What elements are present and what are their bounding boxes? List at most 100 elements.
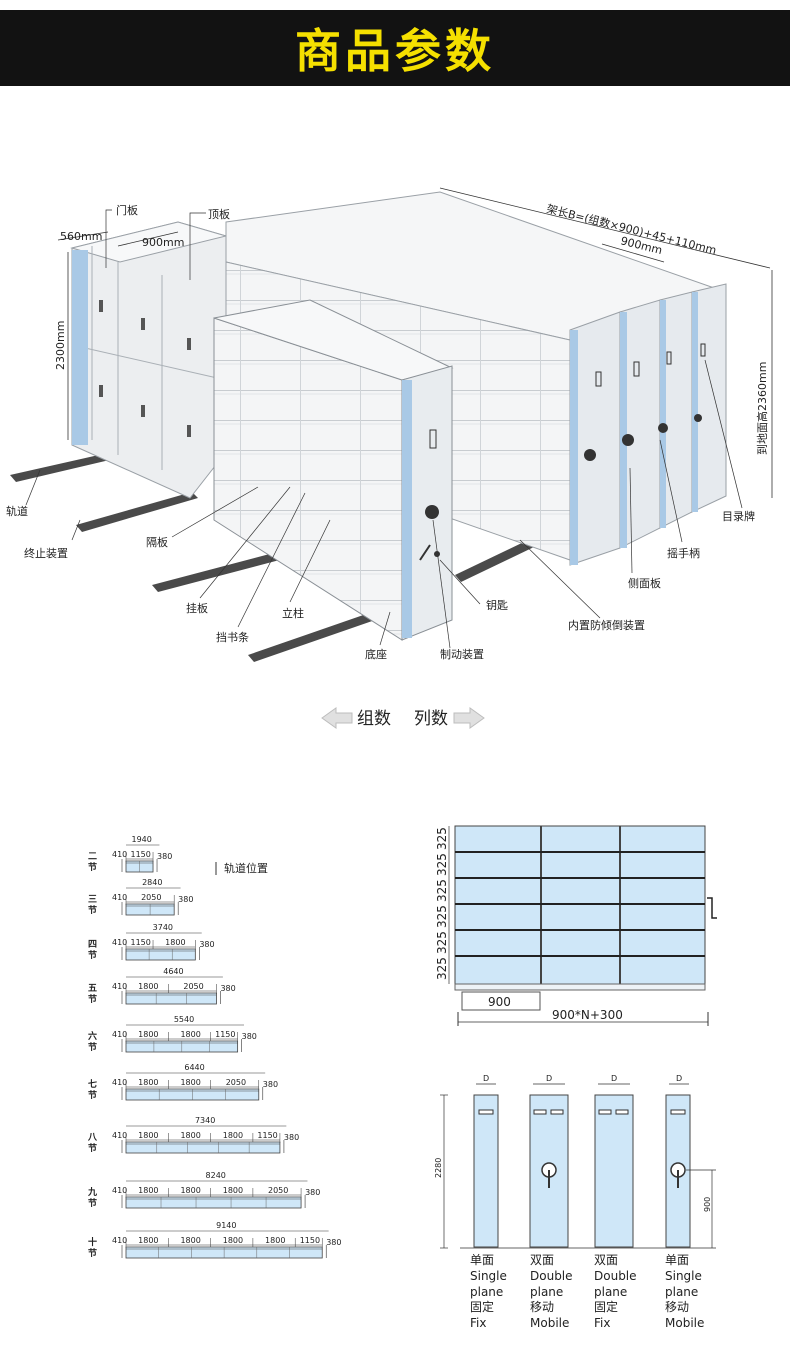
arrow-left-icon [321, 707, 353, 729]
rail-seg: 1800 [165, 938, 185, 947]
rail-seg-right: 380 [242, 1032, 257, 1041]
rail-row-label-suffix: 节 [88, 861, 97, 873]
side-unit-2 [529, 1083, 569, 1248]
rail-row-label-suffix: 节 [88, 1197, 97, 1209]
rail-seg-right: 380 [305, 1188, 320, 1197]
rail-row-label: 二 [88, 852, 97, 862]
rail-seg: 1150 [300, 1236, 320, 1245]
rail-seg-right: 380 [199, 940, 214, 949]
type-3-zh: 双面 [594, 1253, 618, 1267]
rail-seg: 1800 [180, 1236, 200, 1245]
rail-seg-right: 380 [157, 852, 172, 861]
shelf-height-3: 325 [435, 879, 449, 902]
rail-row-label: 十 [88, 1236, 97, 1248]
rail-seg-right: 380 [220, 984, 235, 993]
rail-seg: 1800 [138, 982, 158, 991]
rail-seg-right: 380 [263, 1080, 278, 1089]
rail-seg: 1800 [223, 1131, 243, 1140]
rail-row-label: 四 [88, 939, 97, 950]
rail-legend: 轨道位置 [224, 861, 268, 875]
label-book-stop: 挡书条 [216, 630, 249, 644]
type-3-en1: Double [594, 1269, 637, 1283]
type-2-en1: Double [530, 1269, 573, 1283]
side-unit-4 [665, 1083, 716, 1248]
side-unit-1 [473, 1083, 499, 1248]
type-2-en3: Mobile [530, 1316, 569, 1330]
type-2-en2: plane [530, 1285, 563, 1299]
side-depth-1: D [483, 1074, 489, 1083]
rail-seg: 2050 [268, 1186, 288, 1195]
rail-total: 1940 [132, 835, 152, 844]
type-4-en1: Single [665, 1269, 702, 1283]
type-4-zh: 单面 [665, 1253, 689, 1267]
rail-seg: 1800 [138, 1078, 158, 1087]
rail-row-label-suffix: 节 [88, 949, 97, 961]
shelf-height-5: 325 [435, 931, 449, 954]
closed-cabinet [70, 221, 228, 499]
dim-width: 900mm [142, 236, 184, 249]
total-width-label: 900*N+300 [552, 1008, 623, 1022]
rail-seg-left: 410 [112, 1236, 127, 1245]
rail-seg-right: 380 [284, 1133, 299, 1142]
label-door: 门板 [116, 203, 138, 217]
rail-seg: 1150 [257, 1131, 277, 1140]
type-3-en3: Fix [594, 1316, 610, 1330]
label-rail: 轨道 [6, 504, 28, 518]
rail-seg-left: 410 [112, 1030, 127, 1039]
side-panels [569, 283, 727, 566]
rail-bar [125, 1196, 302, 1209]
side-views [440, 1083, 716, 1249]
rail-total: 8240 [206, 1171, 226, 1180]
label-key: 钥匙 [486, 598, 508, 612]
unit-width-label: 900 [488, 995, 511, 1009]
type-2-zh: 双面 [530, 1253, 554, 1267]
label-brake: 制动装置 [440, 648, 484, 661]
rail-seg: 1800 [180, 1131, 200, 1140]
rail-seg: 1800 [265, 1236, 285, 1245]
shelf-height-4: 325 [435, 905, 449, 928]
dim-total-height: 到地面高2360mm [755, 362, 769, 455]
callout-labels: 门板 顶板 轨道 终止装置 隔板 挂板 挡书条 立柱 底座 制动装置 钥匙 内置… [6, 203, 755, 661]
rail-row-label-suffix: 节 [88, 1247, 97, 1259]
rail-seg: 2050 [141, 893, 161, 902]
type-1-zh2: 固定 [470, 1299, 494, 1314]
front-view-labels: 325 325 325 325 325 325 900 900*N+300 [435, 827, 623, 1022]
rail-seg: 1150 [131, 850, 151, 859]
type-4-en2: plane [665, 1285, 698, 1299]
type-3-en2: plane [594, 1285, 627, 1299]
rail-total: 4640 [163, 967, 183, 976]
rail-total: 2840 [142, 878, 162, 887]
rail-row-label: 九 [87, 1186, 97, 1198]
rails [10, 452, 534, 662]
type-2-zh2: 移动 [530, 1300, 554, 1314]
type-4-en3: Mobile [665, 1316, 704, 1330]
rail-seg: 1800 [180, 1078, 200, 1087]
dim-depth: 560mm [60, 230, 102, 243]
type-4-zh2: 移动 [665, 1300, 689, 1314]
front-view [448, 825, 717, 1026]
rail-seg: 1150 [131, 938, 151, 947]
rail-row-label-suffix: 节 [88, 1142, 97, 1154]
label-anti-tilt: 内置防倾倒装置 [568, 618, 645, 632]
arrow-right-icon [453, 707, 485, 729]
shelf-height-1: 325 [435, 827, 449, 850]
rail-total: 5540 [174, 1015, 194, 1024]
rail-seg-left: 410 [112, 982, 127, 991]
label-top: 顶板 [208, 207, 230, 221]
rail-seg: 1800 [180, 1030, 200, 1039]
rail-total: 3740 [153, 923, 173, 932]
label-hanger: 挂板 [186, 601, 208, 615]
rail-seg: 1800 [138, 1030, 158, 1039]
rail-seg-left: 410 [112, 1078, 127, 1087]
side-unit-3 [594, 1083, 634, 1248]
rail-seg: 2050 [226, 1078, 246, 1087]
banner-title: 商品参数 [295, 24, 495, 78]
side-type-labels: 单面 Single plane 固定 Fix 双面 Double plane 移… [470, 1253, 704, 1330]
direction-indicator: 组数 列数 [321, 707, 485, 729]
direction-columns: 列数 [414, 709, 448, 729]
